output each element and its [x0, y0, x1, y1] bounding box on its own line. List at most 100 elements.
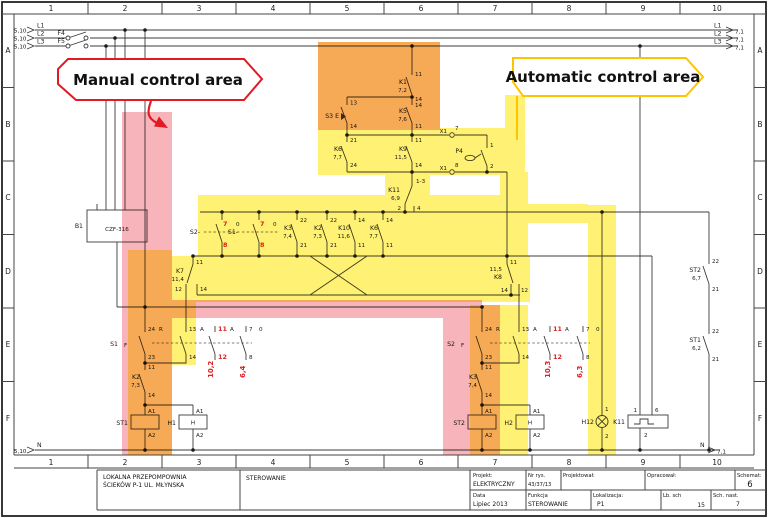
date-value: Lipiec 2013: [473, 501, 508, 508]
sheet-label: Schemat:: [737, 473, 762, 479]
grid-col: 3: [197, 4, 202, 13]
l3-label-r: L3: [714, 39, 721, 46]
st1c-b: 21: [712, 357, 720, 363]
sheet-count-label: Lb. sch: [663, 493, 681, 499]
grid-columns-top: 1 2 3 4 5 6 7 8 9 10: [49, 4, 722, 13]
st1c-t: 22: [712, 329, 719, 335]
s1-id: S1: [110, 341, 118, 348]
grid-col: 8: [567, 458, 572, 467]
grid-row: B: [757, 120, 762, 129]
automatic-area-highlight: [128, 42, 616, 455]
n-src-ref: 5,10: [14, 449, 27, 455]
h2-a2: A2: [533, 433, 540, 439]
l3-label: L3: [37, 39, 44, 46]
h1-a1: A1: [196, 409, 204, 415]
next-sheet-label: Sch. nast.: [713, 493, 739, 499]
sheet-number: 6: [747, 480, 752, 490]
h12-id: H12: [581, 419, 594, 426]
designed-by-label: Projektował:: [563, 473, 595, 479]
drawing-title: STEROWANIE: [246, 475, 286, 482]
s1-p4b: 8: [249, 355, 253, 361]
grid-col: 2: [123, 4, 128, 13]
s1-p3pos: A: [230, 327, 234, 333]
grid-row: D: [5, 267, 11, 276]
station-name-line2: ŚCIEKÓW P-1 UL. MŁYNSKA: [103, 482, 185, 489]
grid-col: 9: [641, 4, 646, 13]
h1-a2: A2: [196, 433, 203, 439]
st1c-ref: 6,2: [692, 346, 701, 352]
s1-p2pos: A: [200, 327, 204, 333]
l2-src-ref: 5,10: [14, 37, 27, 43]
s1-ref1: 10,2: [207, 361, 215, 378]
l1-src-ref: 5,10: [14, 29, 27, 35]
title-block: LOKALNA PRZEPOMPOWNIA ŚCIEKÓW P-1 UL. MŁ…: [96, 469, 766, 511]
s2-ref1: 10,3: [544, 361, 552, 378]
k11-t2: 6: [655, 408, 659, 414]
n-label: N: [37, 442, 42, 449]
k11-b: 2: [644, 433, 648, 439]
function-value: STEROWANIE: [528, 501, 568, 508]
h1-sym: H: [191, 421, 195, 427]
function-label: Funkcja: [528, 493, 548, 499]
grid-columns-bottom: 1 2 3 4 5 6 7 8 9 10: [49, 458, 722, 467]
l3-dst-ref: 7,1: [735, 46, 744, 52]
location-value: P1: [597, 501, 605, 508]
s2-p3b: 12: [553, 353, 562, 361]
grid-row: F: [6, 414, 10, 423]
f5-label: F5: [58, 38, 66, 45]
n-dst-ref: 7,1: [717, 450, 726, 456]
grid-col: 3: [197, 458, 202, 467]
grid-col: 9: [641, 458, 646, 467]
l2-dst-ref: 7,1: [735, 38, 744, 44]
grid-col: 5: [345, 458, 350, 467]
s1-p4pos: 0: [259, 327, 263, 333]
st2c-ref: 6,7: [692, 276, 701, 282]
s1-ref2: 6,4: [239, 365, 247, 378]
s2-p2pos: A: [533, 327, 537, 333]
l3-src-ref: 5,10: [14, 45, 27, 51]
b1-model: CZF-316: [105, 227, 129, 233]
timer-step-icon: [634, 418, 654, 425]
project-value: ELEKTRYCZNY: [473, 481, 515, 488]
l2-label-r: L2: [714, 31, 721, 38]
callouts: Manual control area Automatic control ar…: [57, 57, 705, 140]
s2-p3pos: A: [565, 327, 569, 333]
project-label: Projekt:: [473, 473, 493, 479]
grid-col: 7: [493, 458, 498, 467]
grid-row: C: [757, 193, 762, 202]
l1-label: L1: [37, 23, 44, 30]
k11-id: K11: [613, 419, 625, 426]
grid-col: 1: [49, 458, 54, 467]
location-label: Lokalizacja:: [593, 493, 623, 499]
st2c-b: 21: [712, 287, 720, 293]
manual-callout-arrowhead: [154, 116, 168, 128]
f4-label: F4: [58, 30, 66, 37]
s1-p4t: 7: [249, 327, 253, 333]
grid-col: 8: [567, 4, 572, 13]
s2-ref2: 6,3: [576, 365, 584, 378]
grid-col: 5: [345, 4, 350, 13]
manual-callout-shape: [57, 58, 264, 101]
sheet-count-value: 15: [697, 502, 705, 509]
k11-t1: 1: [633, 408, 637, 414]
grid-col: 6: [419, 4, 424, 13]
date-label: Data: [473, 493, 485, 499]
grid-row: C: [5, 193, 10, 202]
grid-row: A: [757, 46, 763, 55]
grid-row: E: [758, 340, 763, 349]
automatic-callout-shape: [512, 57, 705, 97]
grid-row: F: [758, 414, 762, 423]
l1-label-r: L1: [714, 23, 721, 30]
grid-col: 4: [271, 4, 276, 13]
s2-p3t: 11: [553, 325, 562, 333]
row-s2-id: S2-: [190, 229, 200, 236]
station-name-line1: LOKALNA PRZEPOMPOWNIA: [103, 474, 187, 481]
h2-sym: H: [528, 421, 532, 427]
grid-col: 2: [123, 458, 128, 467]
automatic-callout-label: Automatic control area: [506, 68, 701, 86]
grid-row: B: [5, 120, 10, 129]
st2c-t: 22: [712, 259, 719, 265]
reference-arrows: [26, 26, 735, 454]
manual-callout-arrow: [147, 100, 158, 124]
